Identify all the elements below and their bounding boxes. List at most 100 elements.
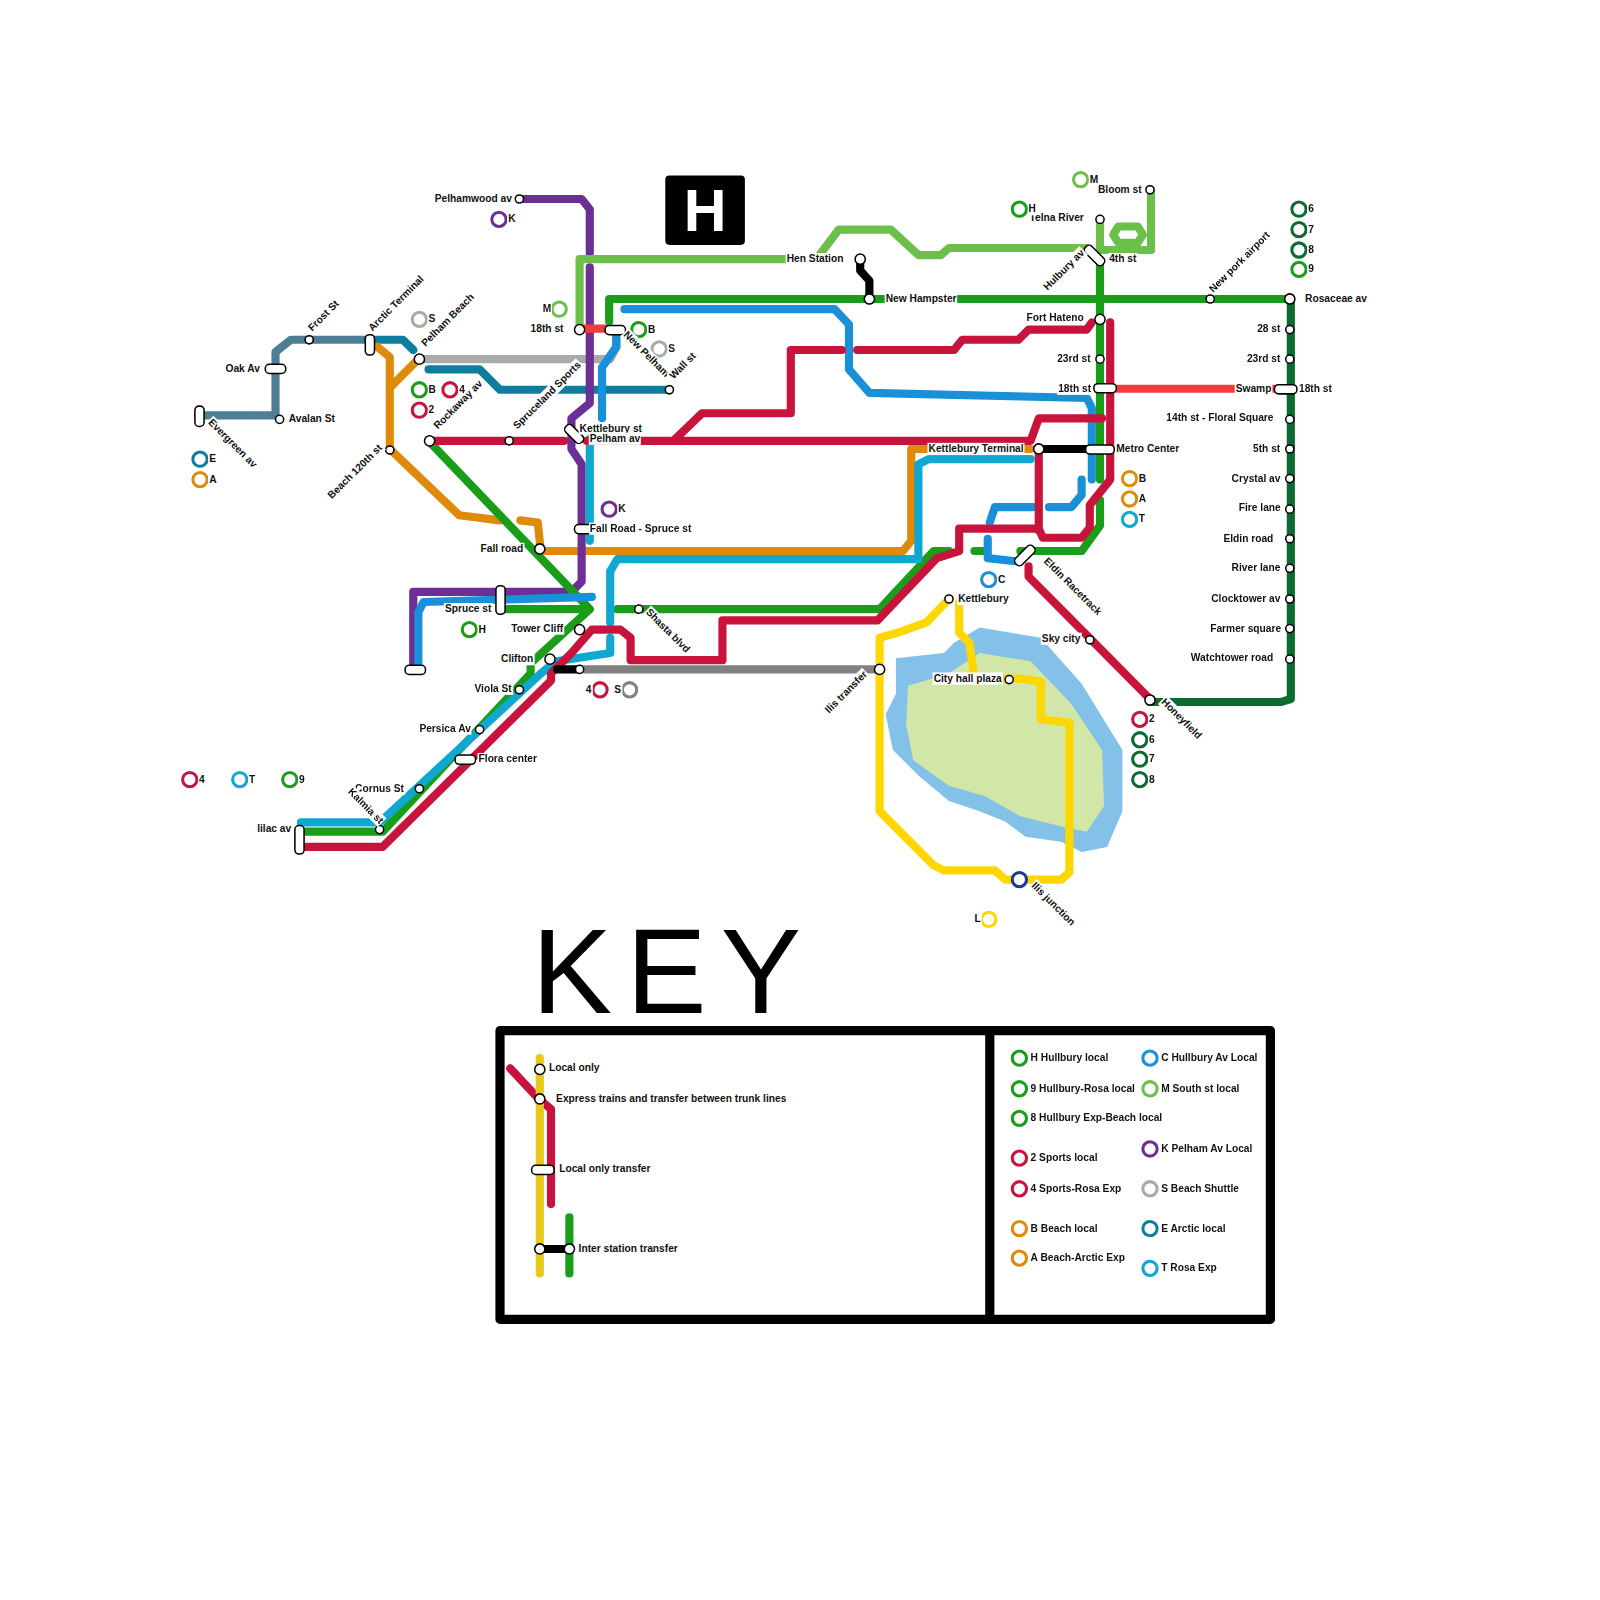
station-label: 5th st [1252,443,1281,455]
station-label: M [542,303,553,315]
station-label: Metro Center [1115,443,1180,455]
station-label: S [667,343,676,355]
legend-swatch [1012,1182,1026,1196]
station-label: A [208,473,217,485]
station-label: New Hampster [885,293,958,305]
legend-text: 9 Hullbury-Rosa local [1030,1083,1136,1095]
station-label: Ilis junction [1029,879,1079,929]
station-label: Clocktower av [1210,593,1281,605]
legend-text: 4 Sports-Rosa Exp [1030,1183,1123,1195]
station-label: Rosaceae av [1304,293,1368,305]
station-label: K [507,213,516,225]
station-label: Fort Hateno [1026,312,1085,324]
station-label: B [1138,472,1147,484]
station-label: C [997,573,1006,585]
station-label: 18th st [1298,383,1333,395]
legend-swatch [1143,1082,1157,1096]
station-label: 14th st - Floral Square [1165,412,1274,424]
station-label: Local only [548,1062,601,1074]
station-label: 23rd st [1056,353,1092,365]
station-label: Persica Av [418,722,471,734]
station-label: Pelhamwood av [434,193,513,205]
station-label: Spruce st [444,603,493,615]
station-label: Eldin road [1222,533,1274,545]
station-label: Kettlebury [957,593,1010,605]
legend-swatch [1012,1221,1026,1235]
station-label: New pork airport [1206,228,1273,295]
station-label: M [1089,173,1100,185]
station-label: Flora center [478,753,538,765]
station-label: S [428,313,437,325]
station-label: 9 [298,773,306,785]
legend-swatch [1012,1082,1026,1096]
station-label: S [613,684,622,696]
station-label: Express trains and transfer between trun… [555,1093,787,1105]
legend-swatch [1012,1251,1026,1265]
station-label: Eldin Racetrack [1041,554,1105,618]
legend-text: B Beach local [1030,1222,1099,1234]
station-label: Oak Av [224,363,260,375]
station-label: Frost St [305,297,342,334]
station-label: 4th st [1108,253,1137,265]
legend-swatch [1143,1142,1157,1156]
station-label: Local only transfer [558,1163,651,1175]
station-label: 18th st [1057,383,1092,395]
legend-swatch [1012,1111,1026,1125]
station-label: lilac av [256,822,292,834]
station-label: 4 [585,684,593,696]
station-label: Fall road [480,543,525,555]
station-label: K [617,503,626,515]
station-label: 2 [1148,713,1156,725]
legend-text: 8 Hullbury Exp-Beach local [1030,1112,1164,1124]
station-label: Pelham av [589,433,642,445]
legend-swatch [1012,1151,1026,1165]
station-label: Crystal av [1231,472,1282,484]
station-label: Kettlebury Terminal [928,443,1025,455]
station-label: A [1138,493,1147,505]
station-label: 6 [1307,203,1315,215]
station-label: Hulbury av [1040,246,1087,293]
station-label: 9 [1307,263,1315,275]
station-label: Ilis transfer [822,668,871,717]
legend-text: S Beach Shuttle [1160,1183,1240,1195]
station-label: Farmer square [1209,622,1282,634]
station-label: H [478,623,487,635]
legend-text: 2 Sports local [1030,1152,1099,1164]
station-label: 4 [458,384,466,396]
legend-text: C Hullbury Av Local [1160,1052,1258,1064]
station-label: Watchtower road [1190,652,1274,664]
station-label: 8 [1148,773,1156,785]
station-label: Hen Station [786,253,845,265]
station-label: Fall Road - Spruce st [589,522,693,534]
station-label: Tower Cliff [510,622,564,634]
station-label: City hall plaza [933,672,1003,684]
legend-text: A Beach-Arctic Exp [1030,1252,1126,1264]
legend-swatch [1012,1051,1026,1065]
station-label: Clifton [500,653,534,665]
station-label: 7 [1307,223,1315,235]
station-label: 7 [1148,753,1156,765]
station-label: 18th st [530,322,565,334]
legend-swatch [1143,1261,1157,1275]
legend-swatch [1143,1051,1157,1065]
legend-swatch [1143,1182,1157,1196]
station-label: B [428,384,437,396]
station-label: Inter station transfer [578,1243,679,1255]
station-label: 6 [1148,734,1156,746]
station-label: Fire lane [1238,502,1282,514]
station-label: 23rd st [1246,353,1282,365]
legend-text: K Pelham Av Local [1160,1143,1253,1155]
legend-swatch [1143,1221,1157,1235]
station-label: H [1028,203,1037,215]
station-label: 8 [1307,244,1315,256]
legend-text: M South st local [1160,1083,1240,1095]
station-label: Avalan St [288,413,336,425]
station-label: Swamp [1235,383,1273,395]
station-label: Beach 120th st [325,441,386,502]
legend-text: E Arctic local [1160,1222,1226,1234]
station-label: T [248,773,256,785]
station-label: 4 [198,773,206,785]
station-label: L [973,913,981,925]
heading-text: KEY [531,911,817,1031]
